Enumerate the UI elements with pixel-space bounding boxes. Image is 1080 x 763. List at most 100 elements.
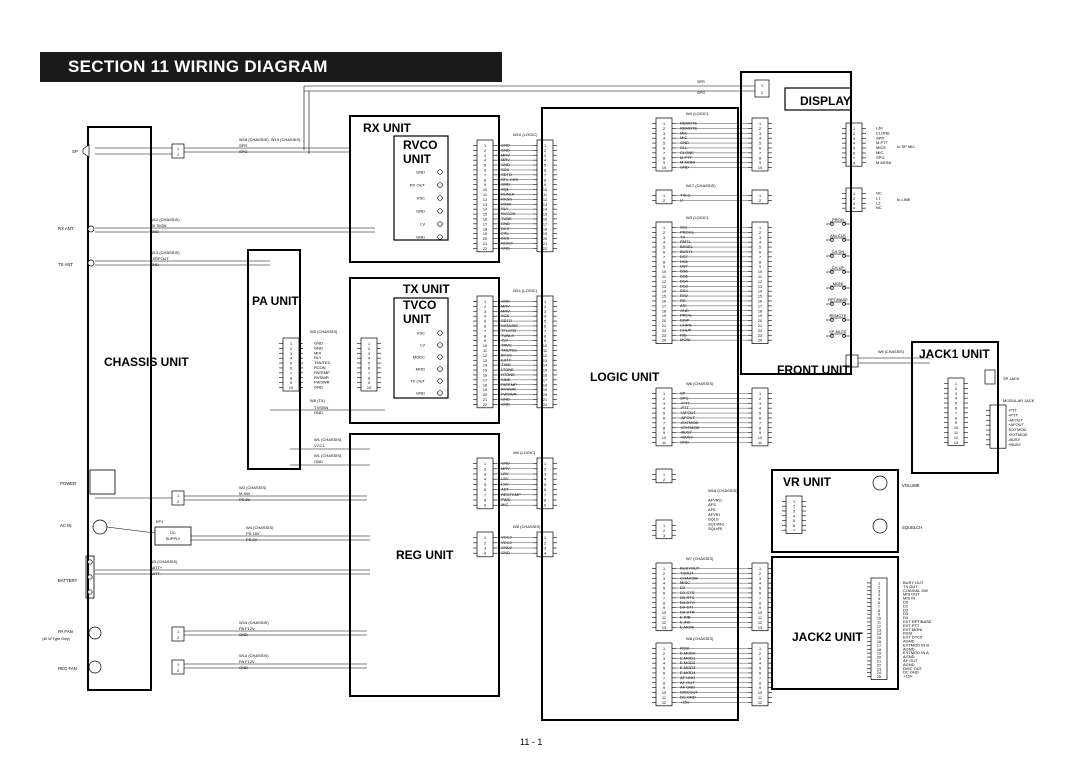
tx-logic-left-pin-number: 10 — [483, 344, 487, 348]
logic-jack2-left-pin-number: 7 — [663, 421, 665, 425]
reg-chassis-signal: GND2 — [501, 545, 513, 550]
logic-front2-right-pin-number: 11 — [758, 275, 762, 279]
pa-fan-connector-pin-number: 1 — [177, 630, 179, 634]
front-switch-terminal — [842, 318, 846, 322]
logic-front2-right-pin-number: 16 — [758, 299, 762, 303]
jack2-connector-pin-number: 8 — [878, 609, 880, 613]
rx-logic-left-pin-number: 10 — [483, 188, 487, 192]
jack2-output-label: BUSY OUT — [903, 580, 924, 585]
reg-unit-title: REG UNIT — [396, 548, 454, 562]
logic-jack2-left-pin-number: 11 — [662, 441, 666, 445]
jack2-connector-pin-number: 22 — [877, 663, 881, 667]
logic-jack2c-left-pin-number: 11 — [662, 696, 666, 700]
logic-front2-signal: CHRN — [680, 322, 692, 327]
tx-logic-left-pin-number: 6 — [484, 324, 486, 328]
logic-front2-left-pin-number: 6 — [663, 250, 665, 254]
battery-cable-signal: BATT+ — [150, 565, 163, 570]
logic-jack2c-left-pin-number: 9 — [663, 686, 665, 690]
display-title-box — [784, 87, 852, 111]
tx-logic-right-pin-number: 6 — [544, 324, 546, 328]
sp-cable-cable-label: W18 (CHASSIS), W19 (CHASSIS) — [239, 137, 301, 142]
logic-vr-right-pin-number: 4 — [793, 514, 795, 518]
logic-jack2-signal: -AFOUT — [680, 415, 695, 420]
display-pins-pin-number: 6 — [853, 151, 855, 155]
logic-front2-right-pin-number: 4 — [759, 241, 761, 245]
logic-jack2b-signal: D0-DTR — [680, 610, 695, 615]
volume-pot-icon — [872, 475, 888, 491]
logic-front-signal: M.PTT — [680, 155, 693, 160]
pa-left-pin-number: 3 — [290, 352, 292, 356]
page-number: 11 - 1 — [520, 737, 543, 747]
tx-logic-right-pin-number: 19 — [543, 388, 547, 392]
logic-front-right-pin-number: 8 — [759, 156, 761, 160]
logic-jack2-left — [655, 387, 673, 447]
reg-chassis-signal: VCC2 — [501, 535, 512, 540]
logic-front2-right-pin-number: 9 — [759, 265, 761, 269]
logic-front-left-pin-number: 9 — [663, 161, 665, 165]
display-pins-pin-number: 4 — [853, 142, 855, 146]
logic-jack2c-right-pin-number: 8 — [759, 681, 761, 685]
logic-front2-left-pin-number: 14 — [662, 290, 666, 294]
rx-logic-left-pin-number: 11 — [483, 193, 487, 197]
jack2-output-label: MIS OUT — [903, 592, 920, 597]
logic-jack2c-signal: DISCOUT — [680, 690, 699, 695]
reg-logic-left-pin-number: 9 — [484, 504, 486, 508]
jack1-left-pin-number: 6 — [955, 406, 957, 410]
jack1-modular-pin-number: 8 — [997, 443, 999, 447]
pa-left-pin-number: 7 — [290, 371, 292, 375]
battery-cable-cable-label: W3 (CHASSIS) — [150, 559, 178, 564]
jack2-output-label: D1 — [903, 603, 909, 608]
jack2-connector-pin-number: 21 — [877, 659, 881, 663]
display-pin-number: 1 — [761, 84, 763, 88]
rx-logic-right-pin-number: 19 — [543, 232, 547, 236]
tvco-port-label: LV — [420, 343, 425, 348]
jack2-connector-pin-number: 5 — [878, 597, 880, 601]
tx-logic-signal: TXMI — [501, 362, 511, 367]
logic-front2-right-pin-number: 24 — [758, 339, 762, 343]
jack1-modular-pin-number: 3 — [997, 419, 999, 423]
section-title: SECTION 11 WIRING DIAGRAM — [68, 57, 328, 76]
display-signal: SPR — [697, 80, 705, 84]
tvco-port-label: MOD — [416, 367, 425, 372]
rx-logic-right-pin-number: 2 — [544, 149, 546, 153]
front-switch-label: MONI — [833, 281, 843, 286]
jack2-connector-pin-number: 1 — [878, 581, 880, 585]
vr-unit-box — [771, 469, 899, 553]
logic-jack2c-right-pin-number: 10 — [758, 691, 762, 695]
reg-unit-box — [349, 433, 500, 697]
jack2-unit-title: JACK2 UNIT — [792, 630, 863, 644]
logic-jack2b-right-pin-number: 5 — [759, 587, 761, 591]
rx-logic-signal: RXSS — [501, 196, 512, 201]
logic-front-left-pin-number: 7 — [663, 151, 665, 155]
rx-logic-signal: RLY — [501, 206, 509, 211]
rx-logic-signal: GND — [501, 162, 510, 167]
logic-front2-signal: BUSYL — [680, 249, 694, 254]
logic-front2-left-pin-number: 12 — [662, 280, 666, 284]
rvco-port-terminal — [437, 182, 443, 188]
front-switch-terminal — [842, 286, 846, 290]
rx-logic-left-pin-number: 18 — [483, 227, 487, 231]
logic-vr-j14-pin-number: 2 — [663, 529, 665, 533]
rx-logic-left-pin-number: 6 — [484, 168, 486, 172]
rx-logic-left-pin-number: 1 — [484, 144, 486, 148]
rvco-box — [393, 135, 449, 241]
reg-logic-right-pin-number: 2 — [544, 467, 546, 471]
tx-unit-title: TX UNIT — [403, 282, 450, 296]
tx-logic-left-pin-number: 14 — [483, 364, 487, 368]
speaker-icon — [82, 144, 90, 158]
reg-logic-right-pin-number: 8 — [544, 499, 546, 503]
display-pins — [845, 122, 863, 167]
tx-logic-signal: SCK — [501, 313, 510, 318]
sp-connector-pin-number: 1 — [177, 147, 179, 151]
logic-jack2b-left — [655, 562, 673, 632]
logic-jack2-signal: SP — [680, 390, 686, 395]
logic-front2-right-pin-number: 19 — [758, 314, 762, 318]
display-pin-label: SPR — [876, 135, 884, 140]
jack2-connector-pin-number: 6 — [878, 601, 880, 605]
pa-left-pin-number: 10 — [289, 386, 293, 390]
ep-cable-label: W1 (CHASSIS) — [314, 437, 342, 442]
logic-jack2c-right-pin-number: 7 — [759, 676, 761, 680]
jack2-output-label: D2 — [903, 607, 909, 612]
front-switch-terminal — [830, 270, 834, 274]
reg-logic-right-pin-number: 7 — [544, 493, 546, 497]
